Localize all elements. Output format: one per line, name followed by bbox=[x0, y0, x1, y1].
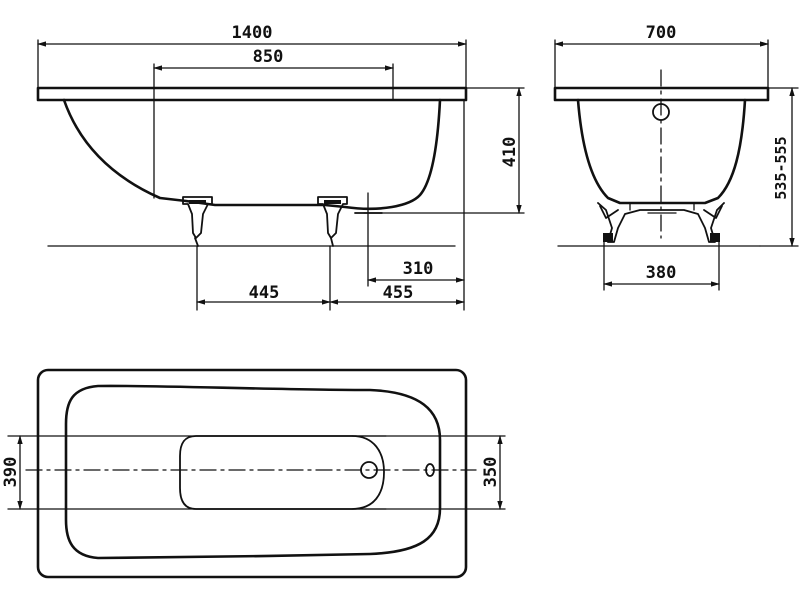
dim-410: 410 bbox=[363, 87, 525, 214]
dim-535-555: 535-555 bbox=[759, 87, 799, 247]
dim-850-label: 850 bbox=[253, 47, 284, 67]
top-drain-circle bbox=[360, 461, 378, 479]
end-tub-body bbox=[576, 98, 747, 205]
side-leg-right bbox=[317, 196, 348, 247]
dim-445-455: 445 455 bbox=[196, 245, 465, 311]
end-overflow-circle bbox=[652, 103, 670, 121]
top-overflow-oval bbox=[425, 463, 435, 477]
top-view: 390 350 bbox=[1, 368, 506, 579]
dim-445-label: 445 bbox=[249, 283, 280, 303]
dim-1400-label: 1400 bbox=[232, 23, 273, 43]
dim-310-label: 310 bbox=[403, 259, 434, 279]
end-leg-frame bbox=[597, 202, 725, 243]
side-view: 1400 850 410 310 445 bbox=[36, 23, 525, 311]
top-inner-basin bbox=[64, 384, 442, 560]
dim-390: 390 bbox=[1, 435, 23, 510]
dim-310: 310 bbox=[367, 99, 465, 311]
dim-350-label: 350 bbox=[481, 457, 501, 488]
side-tub-body bbox=[62, 98, 442, 211]
dim-410-label: 410 bbox=[500, 137, 520, 168]
dim-700-label: 700 bbox=[646, 23, 677, 43]
dim-350: 350 bbox=[481, 435, 503, 510]
side-rim bbox=[36, 86, 468, 102]
dim-1400: 1400 bbox=[37, 23, 467, 89]
dim-535-555-label: 535-555 bbox=[772, 136, 790, 199]
dim-380: 380 bbox=[603, 241, 720, 291]
dim-850: 850 bbox=[153, 47, 394, 199]
dim-390-label: 390 bbox=[1, 457, 21, 488]
dim-380-label: 380 bbox=[646, 263, 677, 283]
side-leg-left bbox=[182, 196, 213, 247]
dim-700: 700 bbox=[554, 23, 769, 89]
top-flat-bottom bbox=[179, 435, 385, 510]
end-view: 700 535-555 380 bbox=[553, 23, 799, 291]
dim-455-label: 455 bbox=[383, 283, 414, 303]
top-outer-rim bbox=[36, 368, 468, 579]
